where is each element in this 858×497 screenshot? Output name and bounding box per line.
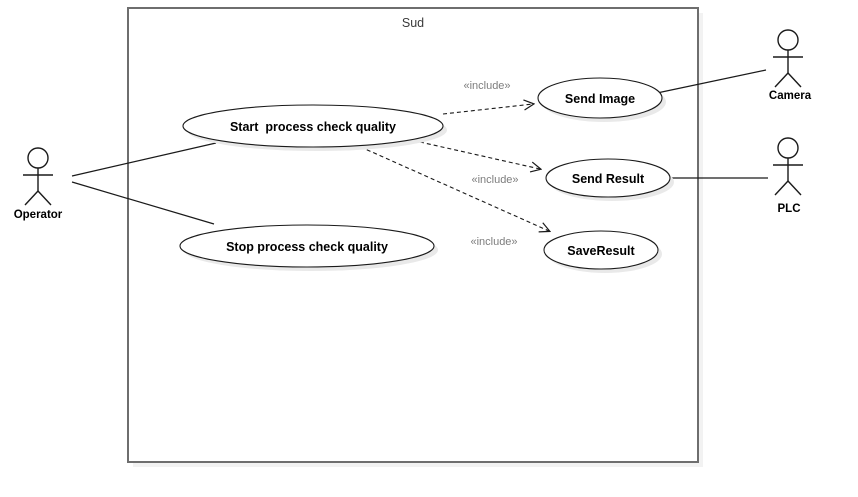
- include-stereotype-save-result: «include»: [470, 236, 517, 248]
- association-operator-start[interactable]: [71, 142, 217, 177]
- include-arrow-send-image[interactable]: [442, 104, 533, 115]
- actor-camera[interactable]: Camera: [769, 29, 812, 102]
- include-stereotype-send-image: «include»: [463, 80, 510, 92]
- use-case-ellipse[interactable]: [543, 230, 659, 270]
- use-case-ellipse[interactable]: [182, 104, 444, 148]
- stick-figure-icon: [23, 147, 53, 206]
- use-case-start-process[interactable]: Start process check quality: [182, 104, 447, 151]
- use-case-ellipse[interactable]: [537, 77, 663, 119]
- system-boundary-title: Sud: [402, 16, 424, 30]
- actor-label-operator: Operator: [14, 209, 63, 221]
- include-stereotype-send-result: «include»: [471, 174, 518, 186]
- association-send-image-camera[interactable]: [656, 69, 767, 94]
- association-lines: [71, 69, 768, 225]
- use-case-stop-process[interactable]: Stop process check quality: [179, 224, 438, 271]
- stick-figure-icon: [773, 137, 803, 196]
- use-case-ellipse[interactable]: [179, 224, 435, 268]
- use-case-send-image[interactable]: Send Image: [537, 77, 666, 122]
- use-case-label-save-result: SaveResult: [567, 244, 635, 258]
- include-arrows: [353, 104, 549, 231]
- use-case-save-result[interactable]: SaveResult: [543, 230, 662, 273]
- use-case-label-send-result: Send Result: [572, 172, 645, 186]
- actor-label-plc: PLC: [778, 203, 801, 215]
- actor-plc[interactable]: PLC: [773, 137, 803, 215]
- association-operator-stop[interactable]: [71, 181, 215, 225]
- include-arrow-save-result[interactable]: [353, 143, 549, 231]
- use-case-ellipse[interactable]: [545, 158, 671, 198]
- stick-figure-icon: [773, 29, 803, 88]
- use-case-label-stop-process: Stop process check quality: [226, 240, 388, 254]
- use-case-label-send-image: Send Image: [565, 92, 635, 106]
- actor-label-camera: Camera: [769, 90, 812, 102]
- use-case-send-result[interactable]: Send Result: [545, 158, 674, 201]
- actor-operator[interactable]: Operator: [14, 147, 63, 221]
- use-case-label-start-process: Start process check quality: [230, 120, 396, 134]
